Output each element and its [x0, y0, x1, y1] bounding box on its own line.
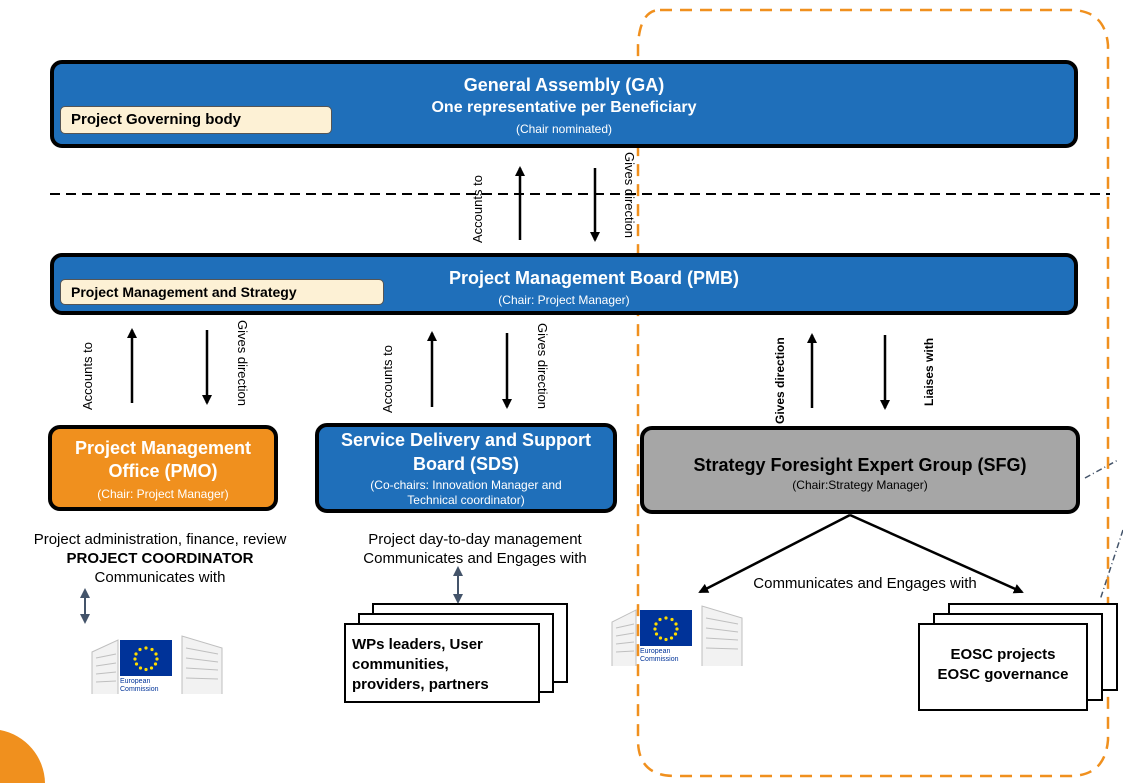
pmo-caption-line2: PROJECT COORDINATOR [66, 550, 254, 567]
sds-title-line2: Board (SDS) [412, 454, 519, 474]
wps-line1: WPs leaders, User [352, 636, 483, 653]
label-accounts-to-pmo: Accounts to [80, 342, 95, 410]
pmo-caption-line1: Project administration, finance, review [33, 531, 287, 548]
label-gives-direction-pmo: Gives direction [235, 320, 250, 406]
european-commission-logo: European Commission [90, 628, 225, 696]
arrow-sfg-to-eosc [849, 513, 1024, 594]
pmo-caption: Project administration, finance, review … [0, 530, 320, 587]
corner-circle [0, 730, 45, 783]
label-accounts-to-ga: Accounts to [470, 175, 485, 243]
wps-line3: providers, partners [352, 676, 489, 693]
sds-box: Service Delivery and Support Board (SDS)… [315, 423, 617, 513]
label-gives-direction-ga: Gives direction [622, 152, 637, 238]
sds-caption-line2: Communicates and Engages with [363, 550, 587, 567]
dashdot-connector [1084, 459, 1123, 601]
sfg-note: (Chair:Strategy Manager) [792, 478, 928, 492]
pmo-caption-line3: Communicates with [94, 569, 226, 586]
sds-note-line2: Technical coordinator) [407, 493, 525, 507]
wps-line2: communities, [352, 656, 449, 673]
pmo-title-line1: Project Management [74, 438, 252, 458]
eosc-doc-front: EOSC projects EOSC governance [918, 623, 1088, 711]
label-gives-direction-sds: Gives direction [535, 323, 550, 409]
european-commission-logo-2: European Commission [610, 596, 745, 668]
pmb-box: Project Management Board (PMB) (Chair: P… [50, 253, 1078, 315]
label-accounts-to-sds: Accounts to [380, 345, 395, 413]
pmo-note: (Chair: Project Manager) [97, 487, 229, 501]
ec-logo-text: European Commission [120, 678, 180, 694]
eosc-line2: EOSC governance [937, 666, 1069, 683]
sfg-region-outline [636, 8, 1110, 778]
sfg-caption: Communicates and Engages with [753, 575, 977, 592]
ga-title: General Assembly (GA) [463, 75, 665, 95]
label-gives-direction-sfg: Gives direction [773, 337, 787, 424]
general-assembly-box: General Assembly (GA) One representative… [50, 60, 1078, 148]
pmo-box: Project Management Office (PMO) (Chair: … [48, 425, 278, 511]
sds-caption: Project day-to-day management Communicat… [330, 530, 620, 568]
commission-building-icon [91, 635, 223, 694]
ga-tag: Project Governing body [60, 106, 332, 134]
eu-flag-icon [120, 640, 172, 676]
sds-note-line1: (Co-chairs: Innovation Manager and [370, 478, 562, 492]
sfg-title: Strategy Foresight Expert Group (SFG) [693, 455, 1027, 475]
pmo-title-line2: Office (PMO) [108, 461, 218, 481]
sfg-box: Strategy Foresight Expert Group (SFG) (C… [640, 426, 1080, 514]
pmb-tag: Project Management and Strategy [60, 279, 384, 305]
pmb-title: Project Management Board (PMB) [448, 268, 740, 288]
pmb-note: (Chair: Project Manager) [498, 293, 630, 307]
eu-flag-icon [640, 610, 692, 646]
arrow-sfg-to-ec [698, 513, 851, 594]
sds-caption-line1: Project day-to-day management [368, 531, 582, 548]
label-liaises-with-sfg: Liaises with [922, 337, 936, 406]
ga-subtitle: One representative per Beneficiary [431, 99, 697, 116]
ga-note: (Chair nominated) [515, 122, 613, 136]
eosc-line1: EOSC projects [950, 646, 1056, 663]
ec-logo-text: European Commission [640, 648, 700, 664]
commission-building-icon [611, 605, 743, 666]
wps-doc-front: WPs leaders, User communities, providers… [344, 623, 540, 703]
sds-title-line1: Service Delivery and Support [340, 430, 592, 450]
